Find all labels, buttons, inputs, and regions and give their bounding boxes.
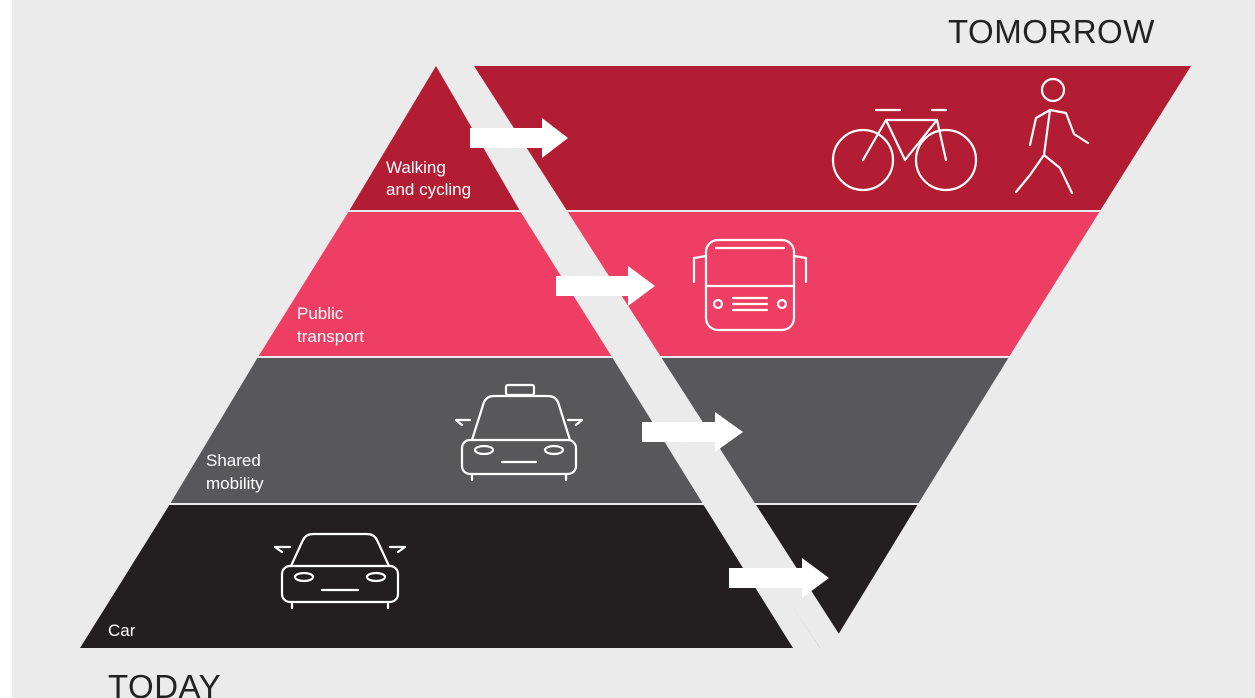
today-pyramid xyxy=(80,66,793,648)
arrow-shared xyxy=(642,412,743,452)
label-shared: Shared xyxy=(206,451,261,470)
today-band-public xyxy=(258,211,612,357)
arrow-car xyxy=(729,558,829,598)
shift-arrows xyxy=(470,118,829,598)
arrow-walking xyxy=(470,118,568,158)
tomorrow-band-public xyxy=(548,211,1100,357)
label-walking-line2: and cycling xyxy=(386,180,471,199)
label-car: Car xyxy=(108,621,136,640)
label-walking: Walking xyxy=(386,158,446,177)
label-public: Public xyxy=(297,304,344,323)
heading-today: TODAY xyxy=(108,668,221,698)
bicycle-icon xyxy=(831,108,978,192)
bus-icon xyxy=(692,238,808,332)
diagonal-separator xyxy=(436,66,848,648)
heading-tomorrow: TOMORROW xyxy=(948,13,1155,50)
today-band-shared xyxy=(170,357,703,504)
today-band-car xyxy=(80,504,793,648)
tomorrow-band-walking xyxy=(474,66,1191,211)
today-band-walking xyxy=(349,66,520,211)
pedestrian-icon xyxy=(1014,77,1090,195)
arrow-public xyxy=(556,266,655,306)
taxi-icon xyxy=(454,383,584,482)
label-shared-line2: mobility xyxy=(206,474,264,493)
car-icon xyxy=(273,532,407,610)
label-public-line2: transport xyxy=(297,327,364,346)
